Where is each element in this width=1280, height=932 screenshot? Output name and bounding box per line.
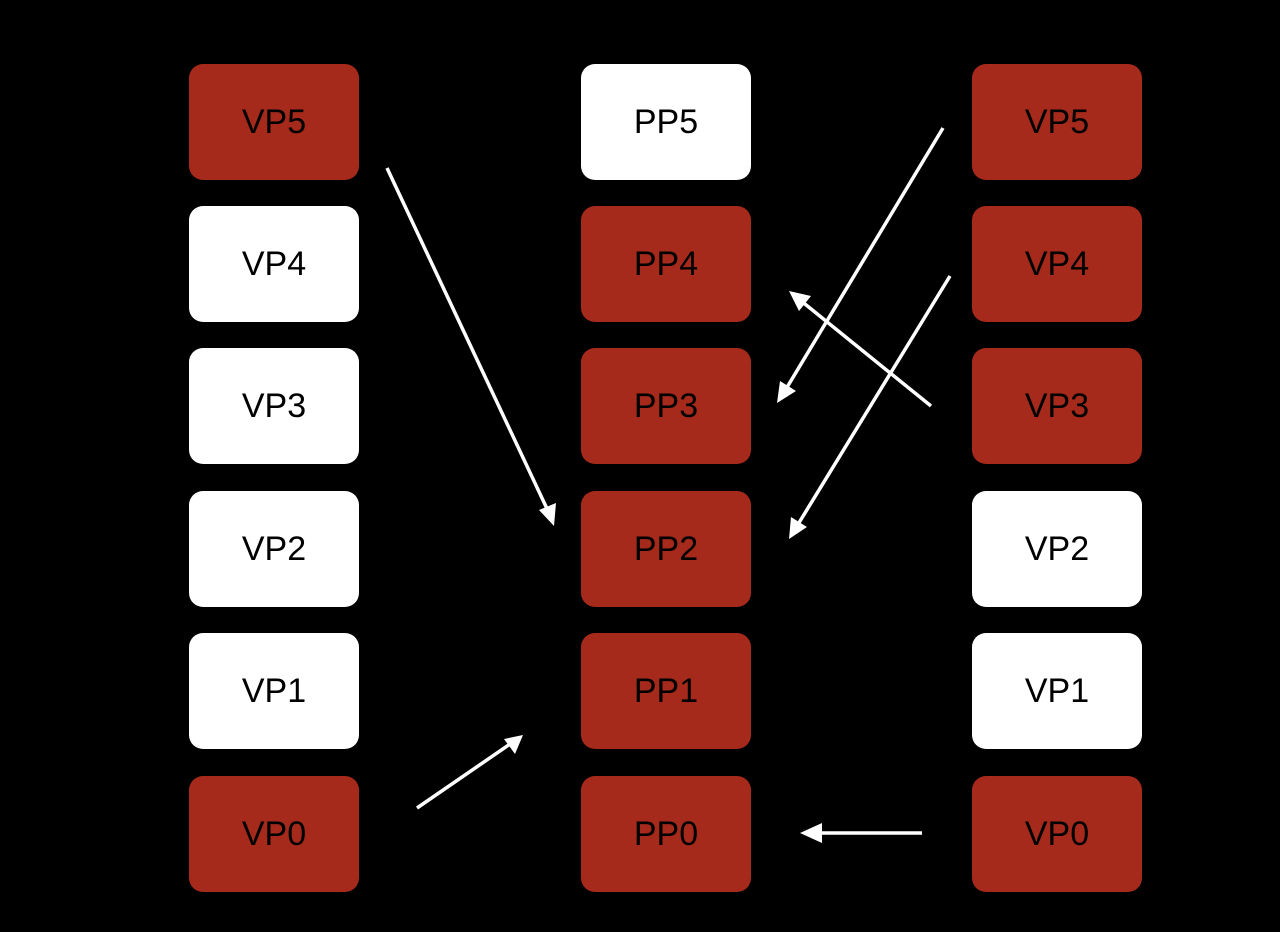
page-label: VP0 [1024, 814, 1090, 853]
right-vp1: VP1 [972, 633, 1142, 749]
page-label: VP5 [1024, 102, 1090, 141]
page-label: PP5 [633, 102, 699, 141]
pp5: PP5 [581, 64, 751, 180]
pp1: PP1 [581, 633, 751, 749]
arrowhead-left-vp5-to-pp2 [539, 503, 556, 526]
pp0: PP0 [581, 776, 751, 892]
pp4: PP4 [581, 206, 751, 322]
page-label: VP2 [241, 529, 307, 568]
page-label: VP3 [241, 386, 307, 425]
arrowhead-right-vp5-to-pp3 [777, 381, 796, 403]
page-label: PP2 [633, 529, 699, 568]
page-label: VP1 [241, 671, 307, 710]
left-vp3: VP3 [189, 348, 359, 464]
page-label: VP5 [241, 102, 307, 141]
page-label: PP1 [633, 671, 699, 710]
left-vp5: VP5 [189, 64, 359, 180]
arrow-right-vp3-to-pp4 [798, 298, 933, 408]
arrow-left-vp5-to-pp2 [385, 167, 551, 514]
page-label: PP0 [633, 814, 699, 853]
left-vp4: VP4 [189, 206, 359, 322]
arrow-left-vp0-to-pp1 [416, 740, 514, 810]
right-vp2: VP2 [972, 491, 1142, 607]
left-vp1: VP1 [189, 633, 359, 749]
arrowhead-right-vp4-to-pp2 [789, 517, 807, 539]
page-label: VP0 [241, 814, 307, 853]
page-label: PP3 [633, 386, 699, 425]
arrowhead-right-vp0-to-pp0 [800, 823, 822, 843]
left-vp0: VP0 [189, 776, 359, 892]
right-vp0: VP0 [972, 776, 1142, 892]
arrowhead-left-vp0-to-pp1 [504, 735, 523, 754]
page-label: VP4 [1024, 244, 1090, 283]
arrow-right-vp5-to-pp3 [784, 127, 945, 390]
pp2: PP2 [581, 491, 751, 607]
right-vp4: VP4 [972, 206, 1142, 322]
right-vp3: VP3 [972, 348, 1142, 464]
arrowhead-right-vp3-to-pp4 [789, 291, 811, 311]
page-label: VP1 [1024, 671, 1090, 710]
page-label: VP3 [1024, 386, 1090, 425]
page-label: VP2 [1024, 529, 1090, 568]
pp3: PP3 [581, 348, 751, 464]
page-label: PP4 [633, 244, 699, 283]
left-vp2: VP2 [189, 491, 359, 607]
page-label: VP4 [241, 244, 307, 283]
right-vp5: VP5 [972, 64, 1142, 180]
arrow-right-vp4-to-pp2 [795, 275, 952, 527]
